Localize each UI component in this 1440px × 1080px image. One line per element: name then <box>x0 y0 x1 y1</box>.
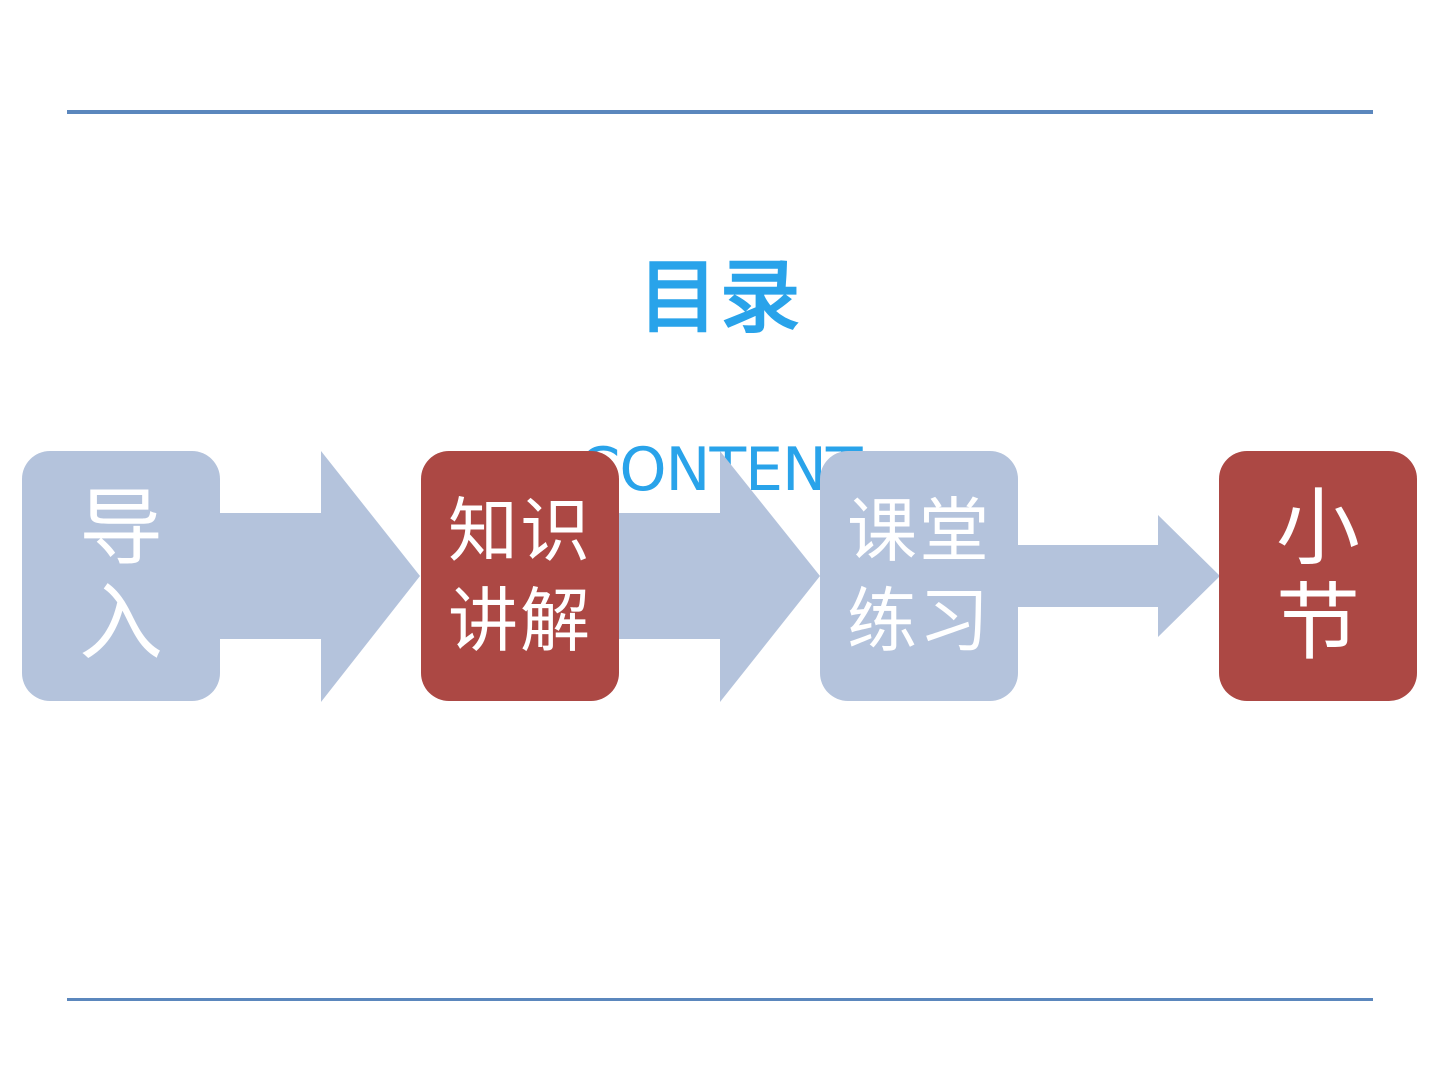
step-box-summary-line-2: 节 <box>1275 574 1360 672</box>
step-box-intro: 导 入 <box>22 451 220 701</box>
arrow-2 <box>618 451 820 702</box>
step-box-summary-line-1: 小 <box>1275 479 1360 577</box>
arrow-3 <box>1018 515 1220 637</box>
top-divider <box>67 110 1373 114</box>
arrow-1 <box>218 451 420 702</box>
step-box-intro-line-2: 入 <box>78 574 163 672</box>
step-box-knowledge: 知识 讲解 <box>421 451 619 701</box>
step-box-knowledge-line-2: 讲解 <box>448 580 592 662</box>
step-box-knowledge-line-1: 知识 <box>448 490 592 572</box>
step-box-summary: 小 节 <box>1219 451 1417 701</box>
slide-title: 目录 <box>638 251 802 344</box>
step-box-practice-line-2: 练习 <box>847 580 991 662</box>
bottom-divider <box>67 998 1373 1001</box>
step-box-practice: 课堂 练习 <box>820 451 1018 701</box>
step-box-practice-line-1: 课堂 <box>847 490 991 572</box>
step-box-intro-line-1: 导 <box>78 479 163 577</box>
